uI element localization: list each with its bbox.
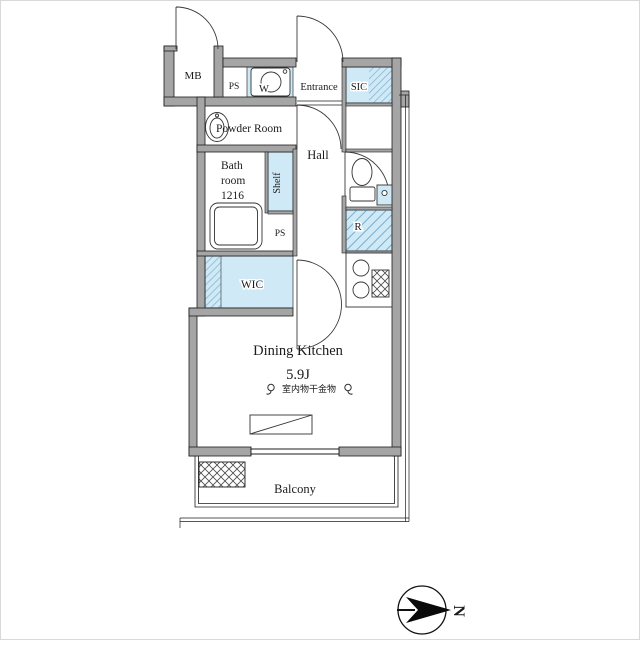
entrance-label: Entrance: [300, 82, 338, 93]
balcony-label: Balcony: [274, 482, 316, 496]
washer-label: W: [259, 84, 269, 95]
mb-label: MB: [184, 70, 201, 82]
bathtub-icon: [209, 202, 263, 250]
sink-icon: [205, 112, 229, 142]
laundry-hook-icons: [266, 383, 353, 395]
balcony-railing: [194, 456, 399, 508]
entrance-door-arc: [296, 15, 344, 63]
wall-segment: [188, 446, 252, 457]
wall-segment: [264, 151, 269, 214]
wic-label: WIC: [241, 279, 264, 291]
compass-north-label: N: [450, 605, 467, 617]
wall-segment: [345, 102, 393, 107]
laundry-hook-icon: [267, 383, 275, 392]
eave-lines: [179, 94, 410, 528]
walls-thin: [264, 66, 393, 257]
laundry-hook-tail: [347, 390, 353, 395]
wall-segment: [391, 57, 402, 457]
bath-label-1: Bath: [221, 160, 243, 172]
closet-fills: [204, 66, 393, 309]
wall-segment: [338, 446, 402, 457]
wall-segment: [400, 90, 410, 108]
fridge-hatch: [346, 210, 392, 251]
stove-icon: [345, 252, 393, 308]
dining-size-label: 5.9J: [286, 367, 310, 383]
ps-upper-label: PS: [229, 82, 240, 92]
mb-door-arc: [175, 6, 219, 50]
walls-thick: [163, 45, 410, 457]
window-symbol: [250, 447, 340, 456]
sic-hatch: [369, 67, 392, 103]
compass-arrow: [406, 597, 451, 623]
laundry-hook-icon: [344, 383, 352, 392]
evacuation-hatch-icon: [198, 461, 246, 488]
ps-lower-label: PS: [275, 229, 286, 239]
door-arcs: [175, 6, 390, 350]
dining-kitchen-label: Dining Kitchen: [253, 343, 344, 359]
fixtures: [205, 67, 393, 435]
bath-label-3: 1216: [221, 190, 244, 202]
powder-room-label: Powder Room: [216, 123, 282, 135]
wall-segment: [196, 250, 294, 257]
wall-segment: [345, 206, 393, 211]
laundry-hook-tail: [266, 390, 272, 395]
wall-segment: [341, 66, 347, 153]
fridge-label: R: [354, 221, 362, 233]
wall-segment: [196, 96, 206, 317]
wall-segment: [222, 57, 297, 68]
wall-segment: [188, 307, 198, 457]
room-labels: MB PS W Entrance SIC Powder Room Hall Ba…: [184, 70, 368, 496]
wall-segment: [196, 144, 297, 153]
entrance-step-line: [297, 100, 342, 106]
bath-label-2: room: [221, 175, 245, 187]
wall-segment: [267, 210, 294, 215]
wall-segment: [292, 148, 298, 257]
wall-segment: [213, 45, 224, 98]
wall-segment: [163, 96, 297, 107]
washing-machine-icon: [250, 67, 291, 97]
kitchen-grill-icon: [371, 269, 390, 298]
powder-door-arc: [296, 104, 342, 150]
floor-fixture-diagonal: [249, 414, 313, 435]
wall-segment: [163, 45, 178, 52]
compass-icon: N: [397, 585, 467, 635]
laundry-note-label: 室内物干金物: [282, 383, 336, 394]
toilet-icon: [349, 158, 393, 206]
wall-segment: [188, 307, 294, 317]
wall-segment: [345, 148, 393, 153]
wall-segment: [341, 195, 347, 254]
sic-label: SIC: [351, 82, 367, 93]
wic-hatch-strip: [204, 255, 222, 309]
hall-label: Hall: [307, 148, 329, 162]
thin-lines: [179, 94, 410, 528]
shelf-label: Shelf: [272, 172, 283, 194]
hall-dining-door-arc: [296, 259, 342, 350]
